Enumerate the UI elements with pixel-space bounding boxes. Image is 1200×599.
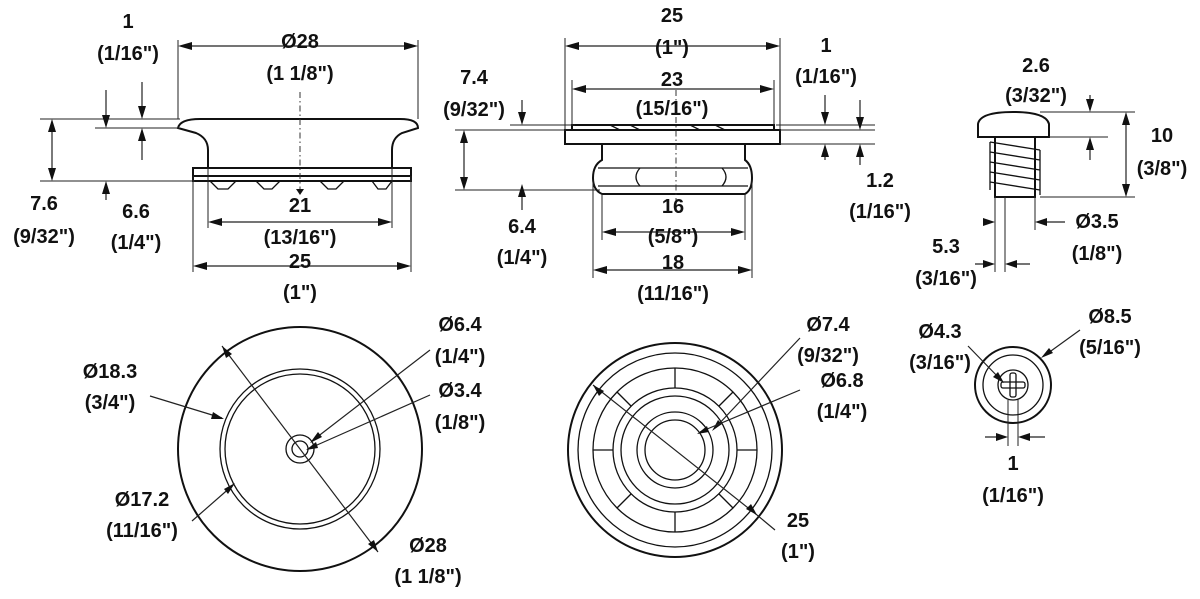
label-l36: (3/16")	[915, 268, 977, 290]
label-l25: 16	[662, 196, 684, 218]
label-l40: (1/4")	[435, 346, 486, 368]
label-l44: (11/16")	[106, 520, 178, 542]
label-l26: (5/8")	[648, 226, 699, 248]
label-l11: 25	[289, 251, 311, 273]
label-l4: (1 1/8")	[266, 63, 333, 85]
label-l20: (1/16")	[795, 66, 857, 88]
label-l1: 1	[122, 11, 133, 33]
label-l54: (3/16")	[909, 352, 971, 374]
label-l55: Ø8.5	[1088, 306, 1131, 328]
label-l38: (3/4")	[85, 392, 136, 414]
label-l17: 23	[661, 69, 683, 91]
label-l28: (11/16")	[637, 283, 709, 305]
label-l19: 1	[820, 35, 831, 57]
label-l43: Ø17.2	[115, 489, 169, 511]
label-l14: (1")	[655, 37, 689, 59]
label-l2: (1/16")	[97, 43, 159, 65]
label-l13: 25	[661, 5, 683, 27]
view1-dimensions	[40, 40, 419, 272]
label-l10: (13/16")	[264, 227, 337, 249]
label-l5: 7.6	[30, 193, 58, 215]
label-l46: (1 1/8")	[394, 566, 461, 588]
label-l12: (1")	[283, 282, 317, 304]
label-l22: (1/16")	[849, 201, 911, 223]
label-l24: (1/4")	[497, 247, 548, 269]
label-l3: Ø28	[281, 31, 319, 53]
label-l48: (9/32")	[797, 345, 859, 367]
label-l34: (1/8")	[1072, 243, 1123, 265]
view3-dimensions	[975, 95, 1135, 272]
label-l23: 6.4	[508, 216, 537, 238]
label-l50: (1/4")	[817, 401, 868, 423]
label-l41: Ø3.4	[438, 380, 482, 402]
label-l35: 5.3	[932, 236, 960, 258]
dimension-labels: 1 (1/16") Ø28 (1 1/8") 7.6 (9/32") 6.6 (…	[13, 5, 1187, 588]
socket-side-view	[564, 90, 781, 200]
label-l8: (1/4")	[111, 232, 162, 254]
label-l47: Ø7.4	[806, 314, 850, 336]
view4-leaders	[149, 345, 431, 553]
label-l53: Ø4.3	[918, 321, 961, 343]
view2-dimensions	[455, 38, 875, 278]
label-l16: (9/32")	[443, 99, 505, 121]
label-l27: 18	[662, 252, 684, 274]
label-l37: Ø18.3	[83, 361, 137, 383]
label-l6: (9/32")	[13, 226, 75, 248]
socket-slots	[593, 368, 757, 532]
button-side-view	[176, 92, 420, 195]
label-l42: (1/8")	[435, 412, 486, 434]
label-l52: (1")	[781, 541, 815, 563]
label-l9: 21	[289, 195, 311, 217]
screw-side-view	[977, 110, 1050, 198]
view6-leaders	[967, 329, 1081, 446]
label-l45: Ø28	[409, 535, 447, 557]
label-l51: 25	[787, 510, 809, 532]
screw-top-view	[974, 346, 1052, 424]
view5-leaders	[592, 337, 801, 531]
label-l7: 6.6	[122, 201, 150, 223]
label-l33: Ø3.5	[1075, 211, 1118, 233]
label-l57: 1	[1007, 453, 1018, 475]
label-l21: 1.2	[866, 170, 894, 192]
label-l29: 2.6	[1022, 55, 1050, 77]
label-l58: (1/16")	[982, 485, 1044, 507]
label-l15: 7.4	[460, 67, 489, 89]
label-l32: (3/8")	[1137, 158, 1188, 180]
label-l30: (3/32")	[1005, 85, 1067, 107]
label-l18: (15/16")	[636, 98, 709, 120]
label-l49: Ø6.8	[820, 370, 863, 392]
label-l56: (5/16")	[1079, 337, 1141, 359]
label-l39: Ø6.4	[438, 314, 482, 336]
label-l31: 10	[1151, 125, 1173, 147]
